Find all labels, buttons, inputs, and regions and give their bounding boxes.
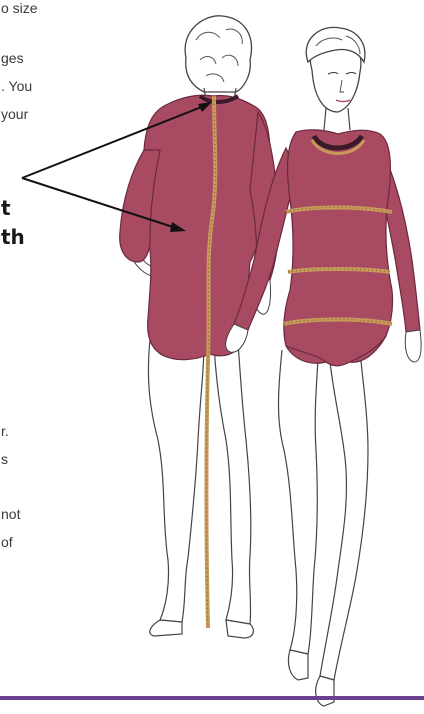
back-view-figure	[120, 16, 279, 638]
footer-divider	[0, 696, 424, 700]
